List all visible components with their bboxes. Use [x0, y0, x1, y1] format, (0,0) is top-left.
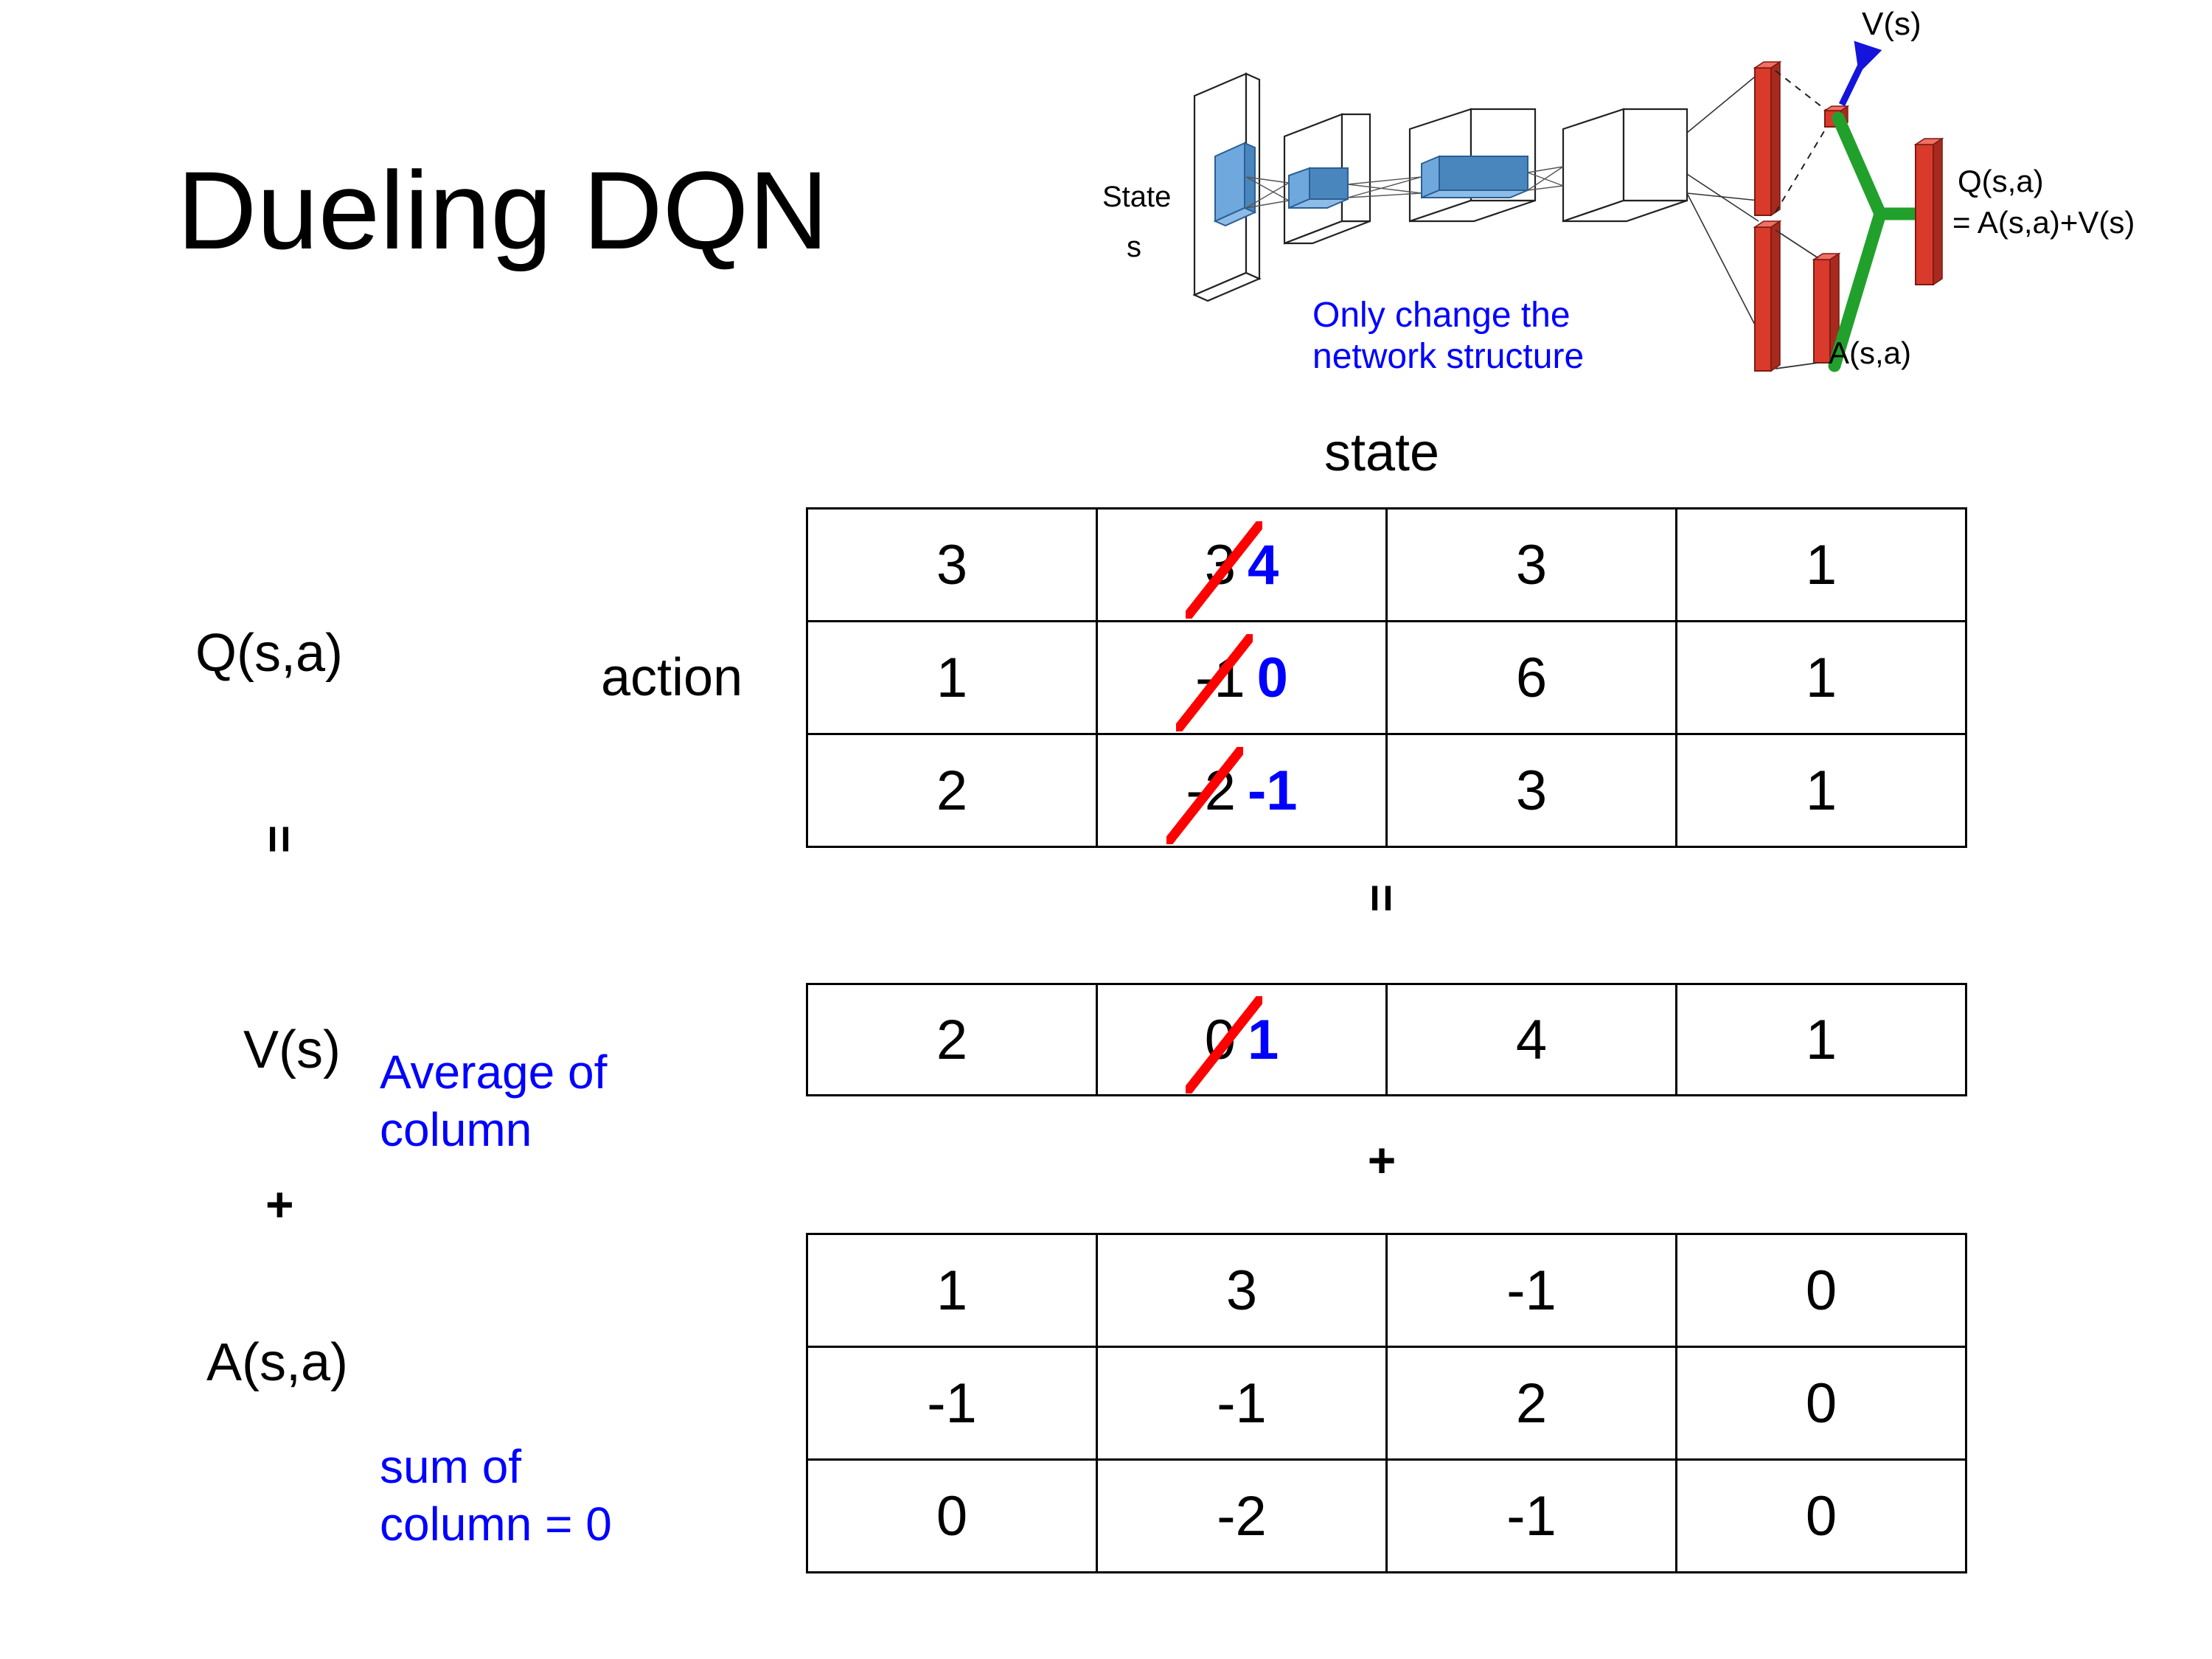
v-cell-c1: 0 1 — [1096, 983, 1388, 1096]
a-cell-r2c0: 0 — [806, 1458, 1098, 1573]
table-row: 2 0 1 4 1 — [806, 983, 1967, 1096]
v-function-label: V(s) — [243, 1020, 341, 1079]
q-cell-r1c3: 1 — [1675, 620, 1967, 735]
struck-value: -1 — [1176, 633, 1253, 731]
diagram-q-output-label: Q(s,a) — [1958, 164, 2044, 198]
q-cell-r0c3: 1 — [1675, 507, 1967, 622]
a-cell-r2c3: 0 — [1675, 1458, 1967, 1573]
q-cell-r2c3: 1 — [1675, 733, 1967, 848]
page-title: Dueling DQN — [177, 148, 829, 272]
q-cell-r2c0: 2 — [806, 733, 1098, 848]
diagram-q-formula-label: = A(s,a)+V(s) — [1952, 205, 2135, 240]
q-cell-r1c1: -1 0 — [1096, 620, 1388, 735]
v-cell-c0: 2 — [806, 983, 1098, 1096]
average-of-column-note: Average of column — [380, 1046, 608, 1157]
table-row: 1 3 -1 0 — [806, 1233, 1967, 1348]
q-cell-r0c0: 3 — [806, 507, 1098, 622]
table-row: 3 3 4 3 1 — [806, 507, 1967, 622]
sum-of-column-note: sum of column = 0 — [380, 1440, 612, 1551]
advantage-value-table: 1 3 -1 0 -1 -1 2 0 0 -2 -1 0 — [806, 1233, 1967, 1573]
a-cell-r1c3: 0 — [1675, 1346, 1967, 1461]
plus-operator-middle: + — [1367, 1133, 1397, 1187]
edited-cell: -1 0 — [1176, 633, 1288, 731]
q-cell-r0c1: 3 4 — [1096, 507, 1388, 622]
equals-operator-left: = — [252, 824, 307, 854]
a-cell-r0c0: 1 — [806, 1233, 1098, 1348]
a-cell-r1c1: -1 — [1096, 1346, 1388, 1461]
state-axis-heading: state — [1324, 423, 1440, 482]
plus-operator-left: + — [265, 1177, 294, 1231]
diagram-state-label: State — [1102, 181, 1172, 213]
diagram-value-output-label: V(s) — [1862, 6, 1921, 42]
equals-operator-middle: = — [806, 874, 1958, 922]
edited-cell: -2 -1 — [1166, 746, 1298, 844]
struck-value: 3 — [1185, 521, 1263, 619]
struck-value: -2 — [1166, 746, 1243, 844]
revised-value: 4 — [1248, 533, 1279, 597]
a-cell-r2c1: -2 — [1096, 1458, 1388, 1573]
a-function-label: A(s,a) — [206, 1333, 349, 1392]
revised-value: 1 — [1248, 1008, 1279, 1071]
table-row: 2 -2 -1 3 1 — [806, 733, 1967, 848]
a-cell-r1c2: 2 — [1385, 1346, 1677, 1461]
q-cell-r2c2: 3 — [1385, 733, 1677, 848]
q-cell-r1c2: 6 — [1385, 620, 1677, 735]
dueling-network-diagram: State s V(s) Q(s,a) = A(s,a)+V(s) A(s,a)… — [1091, 0, 2212, 413]
q-value-table: 3 3 4 3 1 1 -1 0 6 1 2 -2 -1 3 1 — [806, 507, 1967, 848]
a-cell-r0c1: 3 — [1096, 1233, 1388, 1348]
q-cell-r1c0: 1 — [806, 620, 1098, 735]
v-cell-c2: 4 — [1385, 983, 1677, 1096]
q-cell-r2c1: -2 -1 — [1096, 733, 1388, 848]
q-function-label: Q(s,a) — [195, 624, 344, 683]
struck-value: 0 — [1185, 995, 1263, 1093]
v-cell-c3: 1 — [1675, 983, 1967, 1096]
network-structure-note: Only change the network structure — [1312, 296, 1585, 376]
action-axis-heading: action — [601, 648, 743, 707]
q-cell-r0c2: 3 — [1385, 507, 1677, 622]
v-value-table: 2 0 1 4 1 — [806, 983, 1967, 1096]
a-cell-r1c0: -1 — [806, 1346, 1098, 1461]
edited-cell: 0 1 — [1185, 995, 1279, 1093]
diagram-advantage-output-label: A(s,a) — [1829, 335, 1912, 370]
edited-cell: 3 4 — [1185, 521, 1279, 619]
equals-glyph: = — [1354, 883, 1409, 913]
diagram-state-symbol: s — [1127, 231, 1141, 263]
a-cell-r0c3: 0 — [1675, 1233, 1967, 1348]
table-row: -1 -1 2 0 — [806, 1346, 1967, 1461]
table-row: 0 -2 -1 0 — [806, 1458, 1967, 1573]
table-row: 1 -1 0 6 1 — [806, 620, 1967, 735]
revised-value: -1 — [1248, 759, 1298, 822]
revised-value: 0 — [1256, 646, 1288, 709]
a-cell-r0c2: -1 — [1385, 1233, 1677, 1348]
a-cell-r2c2: -1 — [1385, 1458, 1677, 1573]
